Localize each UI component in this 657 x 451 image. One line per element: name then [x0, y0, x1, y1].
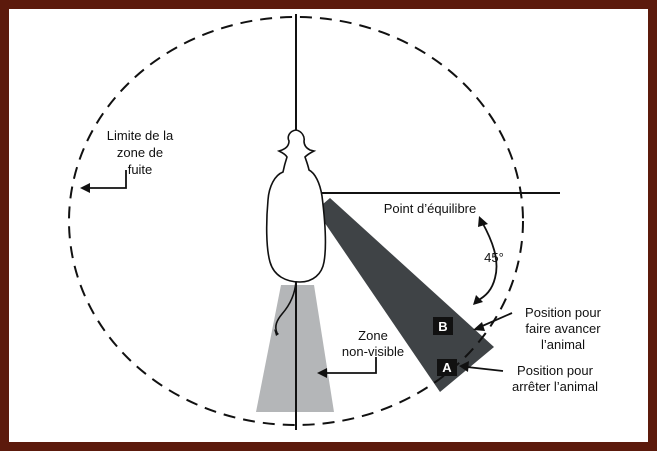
marker-a-box: [437, 359, 457, 376]
blind-zone-label-line-2: non-visible: [342, 344, 404, 359]
cow-tail: [275, 280, 297, 334]
position-b-label-line-2: faire avancer: [525, 321, 601, 336]
position-a-arrow-line: [466, 366, 504, 372]
angle-arc-arrow: [476, 221, 498, 302]
flight-zone-label-line-3: fuite: [128, 162, 153, 177]
blind-zone-label-line-1: Zone: [358, 328, 388, 343]
angle-label: 45°: [484, 250, 504, 265]
cow-icon: [265, 129, 327, 283]
position-a-label-line-1: Position pour: [517, 363, 594, 378]
cow-tail-tip: [274, 329, 279, 336]
flight-zone-label-line-1: Limite de la: [107, 128, 174, 143]
marker-a-label: A: [442, 360, 452, 375]
point-of-balance-label: Point d’équilibre: [384, 201, 477, 216]
position-b-arrowhead: [473, 322, 485, 331]
position-b-label-line-1: Position pour: [525, 305, 602, 320]
flight-zone-arrow-line: [86, 170, 127, 189]
position-a-label-line-2: arrêter l’animal: [512, 379, 598, 394]
marker-b-label: B: [438, 319, 447, 334]
flight-zone-boundary: [68, 16, 524, 426]
position-a-arrowhead: [459, 361, 469, 372]
flight-zone-label-line-2: zone de: [117, 145, 163, 160]
movement-zone-wedge: [316, 198, 494, 392]
angle-arrowhead-bottom: [473, 295, 483, 305]
blind-zone-arrow-line: [324, 357, 377, 374]
position-b-label-line-3: l’animal: [541, 337, 585, 352]
marker-b-box: [433, 317, 453, 335]
angle-arrowhead-top: [478, 216, 488, 227]
blind-zone-arrowhead: [317, 368, 327, 378]
position-b-arrow-line: [479, 312, 513, 328]
flight-zone-arrowhead: [80, 183, 90, 193]
